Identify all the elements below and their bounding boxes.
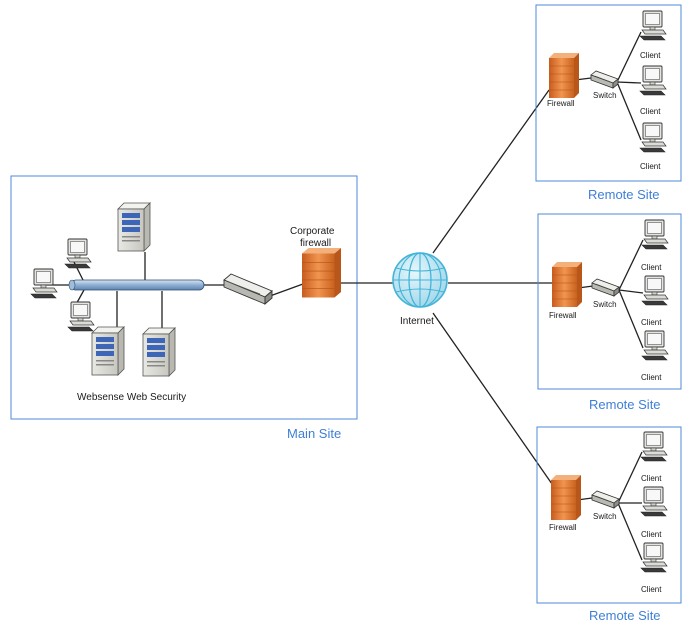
client-label: Client: [640, 51, 661, 60]
remote-site-title: Remote Site: [589, 608, 661, 623]
switch-label: Switch: [593, 512, 617, 521]
websense-label: Websense Web Security: [77, 392, 186, 403]
client-label: Client: [640, 107, 661, 116]
remote-site-box: [537, 213, 682, 390]
client-label: Client: [641, 530, 662, 539]
client-computer-icon: [67, 301, 95, 332]
remote-site-box: [535, 4, 682, 182]
remote-site-3-wires: [576, 451, 643, 561]
firewall-icon: [548, 52, 580, 99]
client-label: Client: [640, 162, 661, 171]
internet-links: [432, 89, 553, 485]
firewall-icon: [301, 247, 342, 298]
client-computer-icon: [640, 486, 668, 517]
remote-site-2-wires: [577, 239, 644, 349]
corporate-firewall-label-line1: Corporate: [290, 226, 335, 237]
client-computer-icon: [639, 65, 667, 96]
client-computer-icon: [64, 238, 92, 269]
globe-icon: [392, 252, 448, 308]
server-icon: [91, 326, 125, 376]
firewall-label: Firewall: [549, 311, 577, 320]
switch-icon: [591, 278, 620, 297]
switch-label: Switch: [593, 300, 617, 309]
switch-icon: [223, 273, 273, 305]
client-label: Client: [641, 263, 662, 272]
client-computer-icon: [640, 431, 668, 462]
server-icon: [117, 202, 151, 252]
internet-label: Internet: [400, 316, 434, 327]
switch-icon: [591, 490, 620, 509]
client-computer-icon: [641, 219, 669, 250]
client-label: Client: [641, 474, 662, 483]
firewall-label: Firewall: [547, 99, 575, 108]
firewall-icon: [550, 474, 582, 521]
client-label: Client: [641, 585, 662, 594]
client-computer-icon: [640, 542, 668, 573]
firewall-icon: [551, 261, 583, 308]
switch-icon: [590, 70, 619, 89]
corporate-firewall-label-line2: firewall: [300, 238, 331, 249]
main-site-title: Main Site: [287, 426, 341, 441]
hub-backbone-icon: [68, 279, 205, 291]
remote-site-title: Remote Site: [589, 397, 661, 412]
client-computer-icon: [30, 268, 58, 299]
client-label: Client: [641, 373, 662, 382]
firewall-label: Firewall: [549, 523, 577, 532]
main-site-box: [10, 175, 358, 420]
remote-site-title: Remote Site: [588, 187, 660, 202]
main-site-wires: [47, 252, 394, 332]
client-computer-icon: [639, 122, 667, 153]
client-computer-icon: [639, 10, 667, 41]
remote-site-box: [536, 426, 682, 604]
client-computer-icon: [641, 275, 669, 306]
client-computer-icon: [641, 330, 669, 361]
client-label: Client: [641, 318, 662, 327]
switch-label: Switch: [593, 91, 617, 100]
server-icon: [142, 327, 176, 377]
